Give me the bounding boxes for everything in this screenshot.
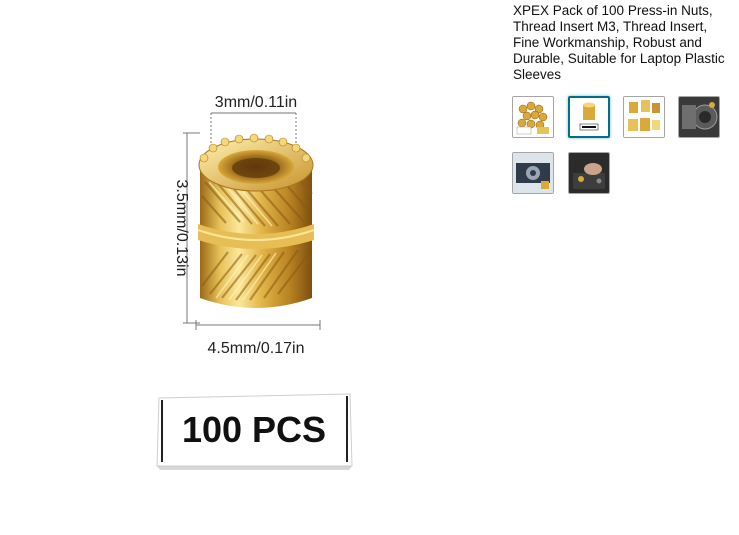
main-product-image[interactable]: 3mm/0.11in 3.5mm/0.13in 4.5mm/0.17in (0, 0, 500, 535)
dim-top-label: 3mm/0.11in (215, 94, 297, 111)
dimension-bottom: 4.5mm/0.17in (195, 320, 321, 357)
quantity-badge: 100 PCS (156, 393, 353, 470)
thumbnail-1[interactable] (512, 96, 554, 138)
dimension-side: 3.5mm/0.13in (173, 132, 200, 324)
thumbnail-5-image (513, 153, 553, 193)
badge-text: 100 PCS (182, 409, 326, 450)
product-title[interactable]: XPEX Pack of 100 Press-in Nuts, Thread I… (513, 3, 725, 82)
thumbnail-6[interactable] (568, 152, 610, 194)
thumbnail-2-image (570, 98, 608, 136)
dim-side-label: 3.5mm/0.13in (173, 180, 190, 277)
thumbnail-4-image (679, 97, 719, 137)
brass-insert-image (197, 133, 315, 308)
thumbnail-4[interactable] (678, 96, 720, 138)
thumbnail-3[interactable] (623, 96, 665, 138)
thumbnail-6-image (569, 153, 609, 193)
dim-bottom-label: 4.5mm/0.17in (208, 340, 305, 357)
main-image-canvas: 3mm/0.11in 3.5mm/0.13in 4.5mm/0.17in (156, 94, 353, 470)
thumbnail-2[interactable] (568, 96, 610, 138)
thumbnail-3-image (624, 97, 664, 137)
dimension-top: 3mm/0.11in (210, 94, 297, 148)
thumbnail-5[interactable] (512, 152, 554, 194)
thumbnail-1-image (513, 97, 553, 137)
